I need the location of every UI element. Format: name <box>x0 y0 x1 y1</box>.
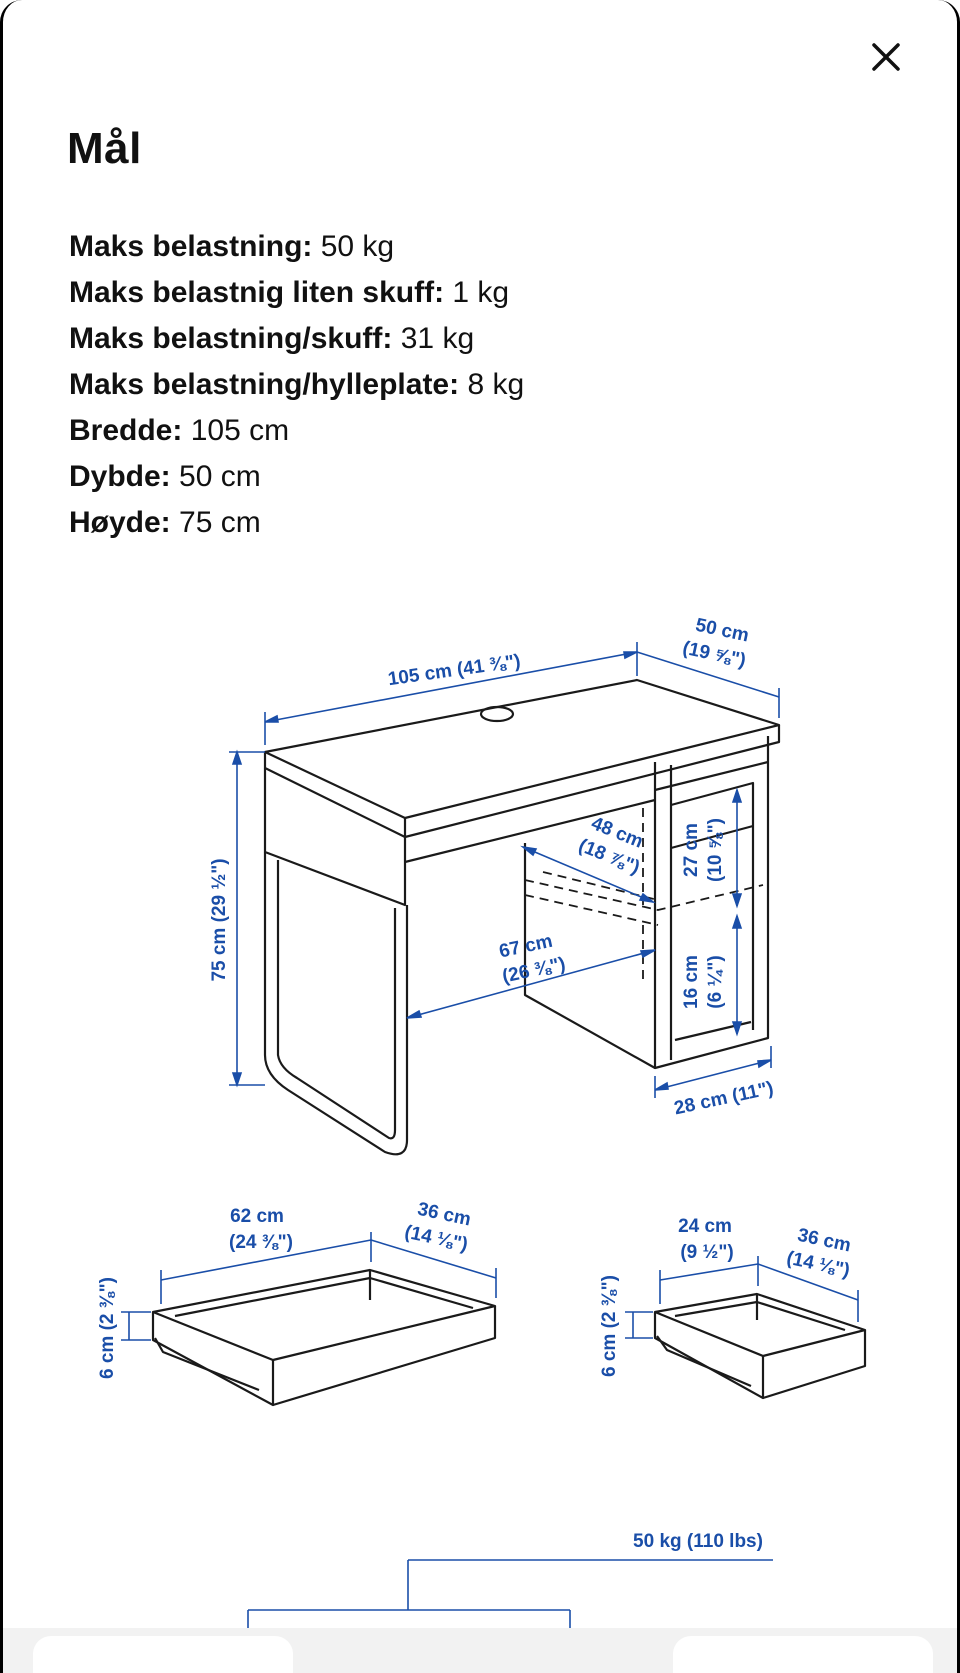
dimension-drawing: 105 cm (41 ⅜") 50 cm (19 ⅝") 75 cm (29 ½… <box>97 615 867 1628</box>
desk-labels: 105 cm (41 ⅜") 50 cm (19 ⅝") 75 cm (29 ½… <box>209 615 775 1120</box>
lower-height-cm-label: 16 cm <box>681 955 702 1009</box>
upper-height-cm-label: 27 cm <box>681 823 702 877</box>
big-drawer-drawing <box>151 1268 497 1407</box>
bottom-tab <box>33 1636 293 1673</box>
spec-value: 50 cm <box>170 460 261 493</box>
spec-label: Maks belastnig liten skuff: <box>69 276 445 309</box>
close-icon <box>872 43 900 71</box>
spec-item: Dybde: 50 cm <box>69 454 524 500</box>
small-drawer-dimensions <box>625 1256 859 1339</box>
spec-value: 50 kg <box>312 230 395 263</box>
small-drawer-drawing <box>653 1292 867 1400</box>
desk-dimensions <box>229 642 780 1098</box>
desk-drawing <box>263 678 781 1156</box>
spec-value: 8 kg <box>459 368 525 401</box>
desk-height-label: 75 cm (29 ½") <box>209 858 230 981</box>
small-drawer-width-in-label: (9 ½") <box>680 1242 733 1263</box>
big-drawer-width-in-label: (24 ⅜") <box>229 1232 293 1253</box>
spec-value: 1 kg <box>444 276 510 309</box>
load-bracket <box>247 1559 773 1628</box>
spec-label: Maks belastning/skuff: <box>69 322 393 355</box>
big-drawer-height-label: 6 cm (2 ⅜") <box>97 1277 118 1379</box>
spec-value: 105 cm <box>182 414 290 447</box>
spec-label: Høyde: <box>69 506 171 539</box>
cabinet-width-label: 28 cm (11") <box>672 1078 775 1120</box>
big-drawer-width-cm-label: 62 cm <box>230 1206 284 1227</box>
bottom-tab <box>673 1636 933 1673</box>
spec-value: 75 cm <box>170 506 261 539</box>
spec-item: Maks belastnig liten skuff: 1 kg <box>69 270 524 316</box>
spec-label: Maks belastning: <box>69 230 313 263</box>
spec-item: Bredde: 105 cm <box>69 408 524 454</box>
load-label: 50 kg (110 lbs) <box>633 1531 763 1552</box>
spec-label: Dybde: <box>69 460 171 493</box>
spec-item: Maks belastning: 50 kg <box>69 224 524 270</box>
spec-item: Maks belastning/hylleplate: 8 kg <box>69 362 524 408</box>
small-drawer-labels: 24 cm (9 ½") 36 cm (14 ⅛") 6 cm (2 ⅜") <box>599 1216 853 1377</box>
spec-value: 31 kg <box>392 322 475 355</box>
spec-list: Maks belastning: 50 kg Maks belastnig li… <box>69 224 524 546</box>
bottom-bar <box>3 1628 957 1673</box>
spec-label: Bredde: <box>69 414 183 447</box>
small-drawer-width-cm-label: 24 cm <box>678 1216 732 1237</box>
modal-title: Mål <box>67 124 142 173</box>
close-button[interactable] <box>865 36 907 78</box>
big-drawer-dimensions <box>121 1232 497 1341</box>
spec-item: Høyde: 75 cm <box>69 500 524 546</box>
spec-label: Maks belastning/hylleplate: <box>69 368 460 401</box>
spec-item: Maks belastning/skuff: 31 kg <box>69 316 524 362</box>
small-drawer-height-label: 6 cm (2 ⅜") <box>599 1275 620 1377</box>
lower-height-in-label: (6 ¼") <box>705 955 726 1008</box>
upper-height-in-label: (10 ⅝") <box>705 818 726 882</box>
desk-width-label: 105 cm (41 ⅜") <box>387 651 522 690</box>
